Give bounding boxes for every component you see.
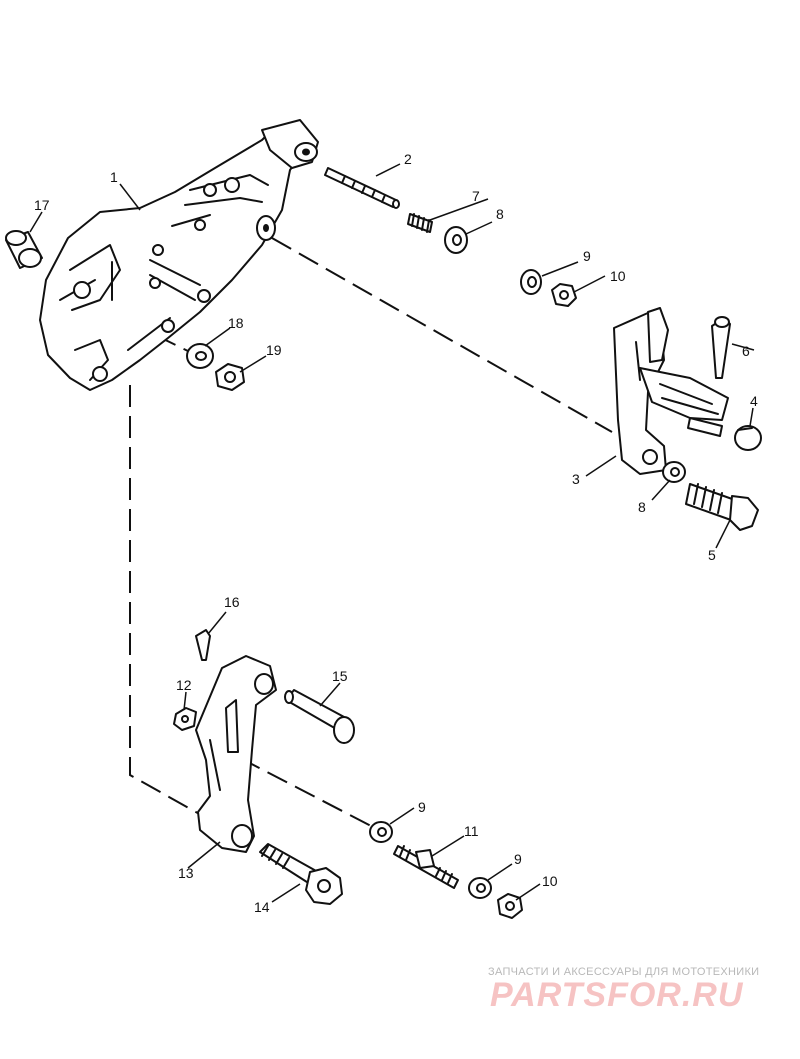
- watermark-logo: PARTSFOR.RU: [490, 976, 744, 1014]
- callout-1: 1: [110, 169, 118, 185]
- part-5-bolt: [685, 483, 759, 531]
- callout-9-lower: 9: [514, 851, 522, 867]
- callout-3: 3: [572, 471, 580, 487]
- part-11-stud: [393, 845, 459, 889]
- part-16-cotter-pin: [195, 629, 211, 661]
- part-1-bracket: [39, 119, 319, 391]
- part-9-washer-middle: [369, 821, 393, 843]
- callout-2: 2: [404, 151, 412, 167]
- part-3-lever: [613, 307, 729, 475]
- callout-12: 12: [176, 677, 192, 693]
- callout-15: 15: [332, 668, 348, 684]
- callout-14: 14: [254, 899, 270, 915]
- part-10-nut-upper: [551, 283, 577, 307]
- part-14-shoulder-bolt: [259, 843, 343, 905]
- part-6-cotter-pin: [711, 316, 731, 379]
- callout-5: 5: [708, 547, 716, 563]
- callout-4: 4: [750, 393, 758, 409]
- part-8-washer-upper: [444, 226, 468, 254]
- part-18-washer: [186, 343, 214, 369]
- part-2-stud: [324, 167, 400, 209]
- part-8-washer-lower: [662, 461, 686, 483]
- callout-11: 11: [464, 823, 479, 839]
- callout-6: 6: [742, 343, 750, 359]
- part-9-washer-lower: [468, 877, 492, 899]
- part-15-pin: [284, 689, 355, 744]
- callout-8-lower: 8: [638, 499, 646, 515]
- part-9-washer-upper: [520, 269, 542, 295]
- callout-13: 13: [178, 865, 194, 881]
- watermark: ЗАПЧАСТИ И АКСЕССУАРЫ ДЛЯ МОТОТЕХНИКИ PA…: [488, 966, 759, 1014]
- part-7-spring: [407, 213, 433, 233]
- part-4-cap: [734, 425, 762, 451]
- part-19-nut: [215, 363, 245, 391]
- callout-18: 18: [228, 315, 244, 331]
- part-12-pin: [173, 707, 197, 731]
- callout-numbers: 1 2 3 4 5 6 7 8 8 9 9 9 10 10 11 12 13 1…: [34, 151, 758, 915]
- part-17-bushing: [5, 230, 43, 269]
- callout-9-upper: 9: [583, 248, 591, 264]
- leader-lines: [29, 163, 755, 903]
- callout-10-upper: 10: [610, 268, 626, 284]
- callout-16: 16: [224, 594, 240, 610]
- callout-19: 19: [266, 342, 282, 358]
- callout-9-middle: 9: [418, 799, 426, 815]
- watermark-tagline: ЗАПЧАСТИ И АКСЕССУАРЫ ДЛЯ МОТОТЕХНИКИ: [488, 966, 759, 978]
- callout-17: 17: [34, 197, 50, 213]
- callout-10-lower: 10: [542, 873, 558, 889]
- callout-8-upper: 8: [496, 206, 504, 222]
- part-13-link-arm: [195, 655, 277, 853]
- callout-7: 7: [472, 188, 480, 204]
